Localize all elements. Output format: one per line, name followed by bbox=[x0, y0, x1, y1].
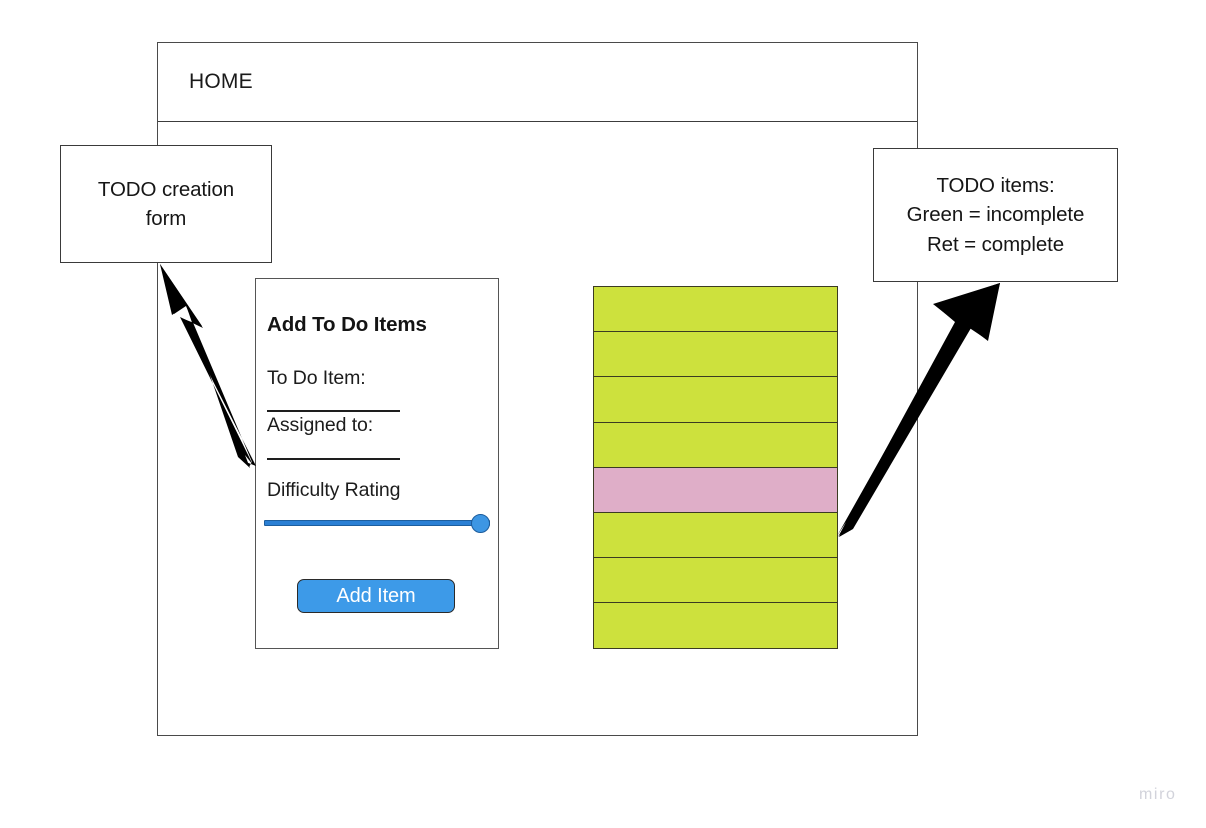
todo-list-item[interactable] bbox=[593, 557, 838, 604]
todo-item-field-group: To Do Item: bbox=[267, 367, 498, 413]
assigned-to-label: Assigned to: bbox=[267, 414, 374, 437]
annotation-box-items: TODO items: Green = incomplete Ret = com… bbox=[873, 148, 1118, 282]
todo-list-item[interactable] bbox=[593, 602, 838, 650]
todo-list-item[interactable] bbox=[593, 286, 838, 333]
difficulty-rating-slider[interactable] bbox=[264, 512, 494, 534]
add-item-button[interactable]: Add Item bbox=[297, 579, 455, 613]
slider-thumb[interactable] bbox=[471, 513, 490, 533]
todo-items-list bbox=[593, 286, 838, 650]
app-window: HOME Add To Do Items To Do Item: Assigne… bbox=[157, 42, 918, 736]
todo-list-item[interactable] bbox=[593, 331, 838, 379]
difficulty-rating-label: Difficulty Rating bbox=[267, 478, 401, 501]
slider-track[interactable] bbox=[264, 519, 490, 526]
todo-item-input[interactable] bbox=[267, 410, 400, 413]
todo-item-label: To Do Item: bbox=[267, 367, 366, 389]
assigned-to-input[interactable] bbox=[267, 457, 400, 460]
assigned-to-field-group: Assigned to: bbox=[267, 414, 498, 460]
todo-list-item[interactable] bbox=[593, 511, 838, 559]
todo-list-item[interactable] bbox=[593, 376, 838, 424]
todo-list-item[interactable] bbox=[593, 421, 838, 469]
annotation-box-form: TODO creation form bbox=[60, 145, 272, 263]
form-title: Add To Do Items bbox=[267, 313, 427, 336]
annotation-left-text: TODO creation form bbox=[97, 177, 235, 230]
annotation-right-text: TODO items: Green = incomplete Ret = com… bbox=[906, 174, 1085, 256]
todo-list-item[interactable] bbox=[593, 466, 838, 514]
miro-watermark: miro bbox=[1139, 786, 1177, 803]
app-header: HOME bbox=[158, 43, 917, 122]
todo-creation-form: Add To Do Items To Do Item: Assigned to:… bbox=[255, 278, 499, 649]
app-header-title: HOME bbox=[189, 70, 253, 93]
